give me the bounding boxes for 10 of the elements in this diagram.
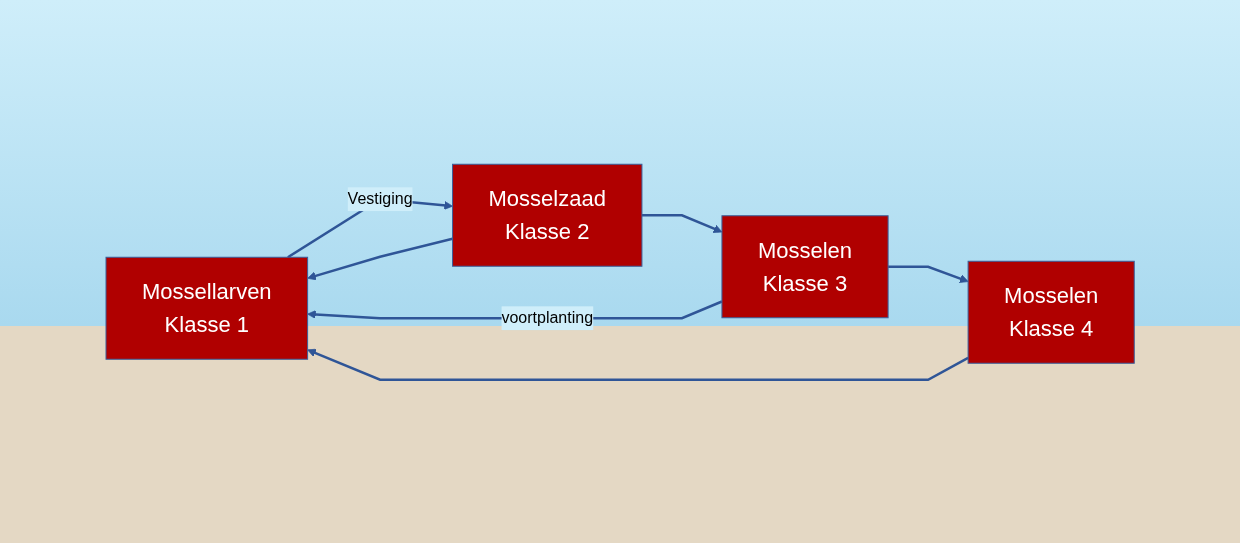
arrow	[307, 348, 969, 381]
node-box: Mossellarven Klasse 1	[105, 256, 308, 360]
edge-label: Vestiging	[347, 189, 413, 207]
node-box: Mosselen Klasse 4	[967, 260, 1135, 364]
arrow	[887, 265, 969, 283]
node-box: Mosselen Klasse 3	[721, 214, 889, 318]
arrow	[307, 237, 453, 280]
edge-label: voortplanting	[501, 308, 593, 326]
node-box: Mosselzaad Klasse 2	[451, 163, 643, 267]
arrow	[641, 213, 723, 233]
